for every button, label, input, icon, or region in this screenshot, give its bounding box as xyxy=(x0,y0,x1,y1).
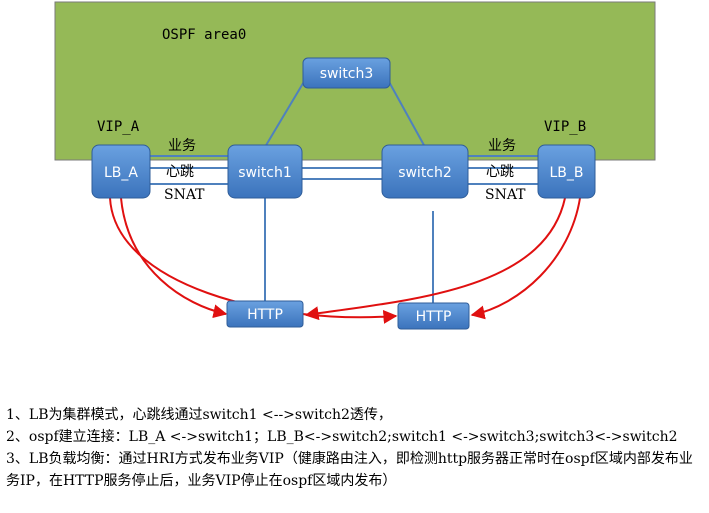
lba-snat-label: SNAT xyxy=(164,187,205,203)
lb-a-label: LB_A xyxy=(104,165,138,181)
note-line-3: 3、LB负载均衡：通过HRI方式发布业务VIP（健康路由注入，即检测http服务… xyxy=(6,451,693,489)
arrow-lbb-http2 xyxy=(470,197,581,320)
vip-b-label: VIP_B xyxy=(544,119,586,135)
switch1-node[interactable]: switch1 xyxy=(227,144,303,199)
lbb-snat-label: SNAT xyxy=(485,187,526,203)
switch3-node[interactable]: switch3 xyxy=(302,57,391,89)
switch2-label: switch2 xyxy=(398,165,452,181)
link-switch3-switch2 xyxy=(387,79,426,148)
switch3-label: switch3 xyxy=(320,66,374,82)
arrow-lba-http2 xyxy=(109,197,398,324)
lba-heartbeat-label: 心跳 xyxy=(166,164,194,180)
http2-node[interactable]: HTTP xyxy=(397,302,470,330)
arrow-lbb-http1 xyxy=(304,197,566,321)
link-switch1-switch3 xyxy=(264,79,306,148)
http1-label: HTTP xyxy=(247,307,283,323)
lbb-heartbeat-label: 心跳 xyxy=(486,164,514,180)
http1-node[interactable]: HTTP xyxy=(226,300,304,328)
switch2-node[interactable]: switch2 xyxy=(381,144,469,199)
lbb-service-label: 业务 xyxy=(488,138,516,154)
network-diagram: OSPF area0 VIP_A VIP_B 业务 心跳 SNAT 业务 心跳 … xyxy=(54,1,656,330)
notes-block: 1、LB为集群模式，心跳线通过switch1 <-->switch2透传， 2、… xyxy=(6,404,706,492)
arrow-lba-http1 xyxy=(120,197,228,319)
lb-b-node[interactable]: LB_B xyxy=(537,144,596,199)
lb-a-node[interactable]: LB_A xyxy=(91,144,151,199)
lba-service-label: 业务 xyxy=(168,138,196,154)
switch1-label: switch1 xyxy=(238,165,292,181)
lb-b-label: LB_B xyxy=(549,165,583,181)
note-line-2: 2、ospf建立连接：LB_A <->switch1；LB_B<->switch… xyxy=(6,429,678,445)
http2-label: HTTP xyxy=(416,309,452,325)
ospf-area-label: OSPF area0 xyxy=(162,27,246,43)
note-line-1: 1、LB为集群模式，心跳线通过switch1 <-->switch2透传， xyxy=(6,407,392,423)
vip-a-label: VIP_A xyxy=(97,119,140,135)
